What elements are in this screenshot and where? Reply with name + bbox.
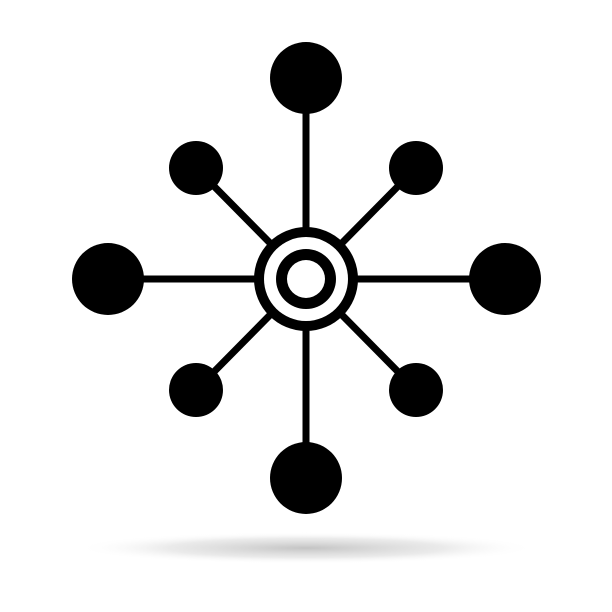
node-bottom-left: [169, 363, 223, 417]
node-bottom: [270, 442, 342, 514]
node-top: [270, 42, 342, 114]
node-top-right: [389, 141, 443, 195]
node-bottom-right: [389, 363, 443, 417]
node-top-left: [169, 141, 223, 195]
central-hub: [254, 227, 358, 331]
node-left: [72, 243, 144, 315]
node-right: [469, 243, 541, 315]
nodes-group: [72, 42, 541, 514]
ground-shadow: [76, 532, 536, 564]
hub-center: [287, 260, 325, 298]
